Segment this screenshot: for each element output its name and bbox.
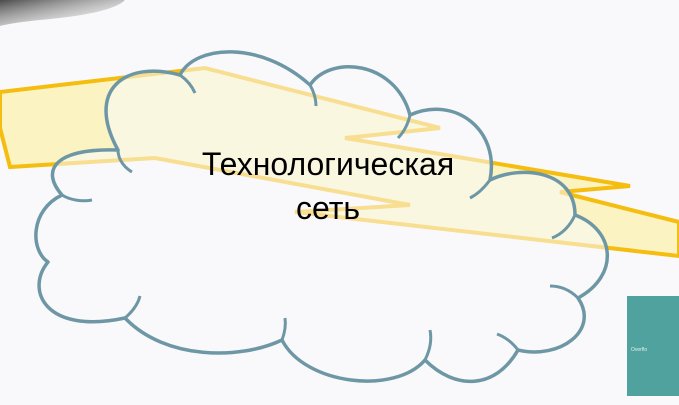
cloud-fold-arc [116,149,133,174]
cloud-fold-arc [396,114,412,140]
cloud-fold-arc [308,84,318,107]
cloud-label-line2: сеть [295,190,361,226]
cloud-fold-arc [496,332,520,351]
teal-thumbnail-card: Overflo [627,296,679,396]
teal-card-text: Overflo [631,347,648,353]
cloud-fold-arc [423,329,433,361]
cloud-fold-arc [179,73,197,94]
cloud-fold-arc [469,179,492,200]
cloud-label-line1: Технологическая [201,146,455,182]
cloud-fold-arc [124,295,142,320]
cloud-fold-arc [61,193,93,203]
cloud-fold-arc [280,317,287,341]
cloud-fold-arc [551,214,577,240]
cloud-shape [34,50,609,383]
cloud-fold-arc [549,284,580,300]
cloud-label: Технологическая сеть [118,142,538,230]
corner-shadow [0,0,125,26]
